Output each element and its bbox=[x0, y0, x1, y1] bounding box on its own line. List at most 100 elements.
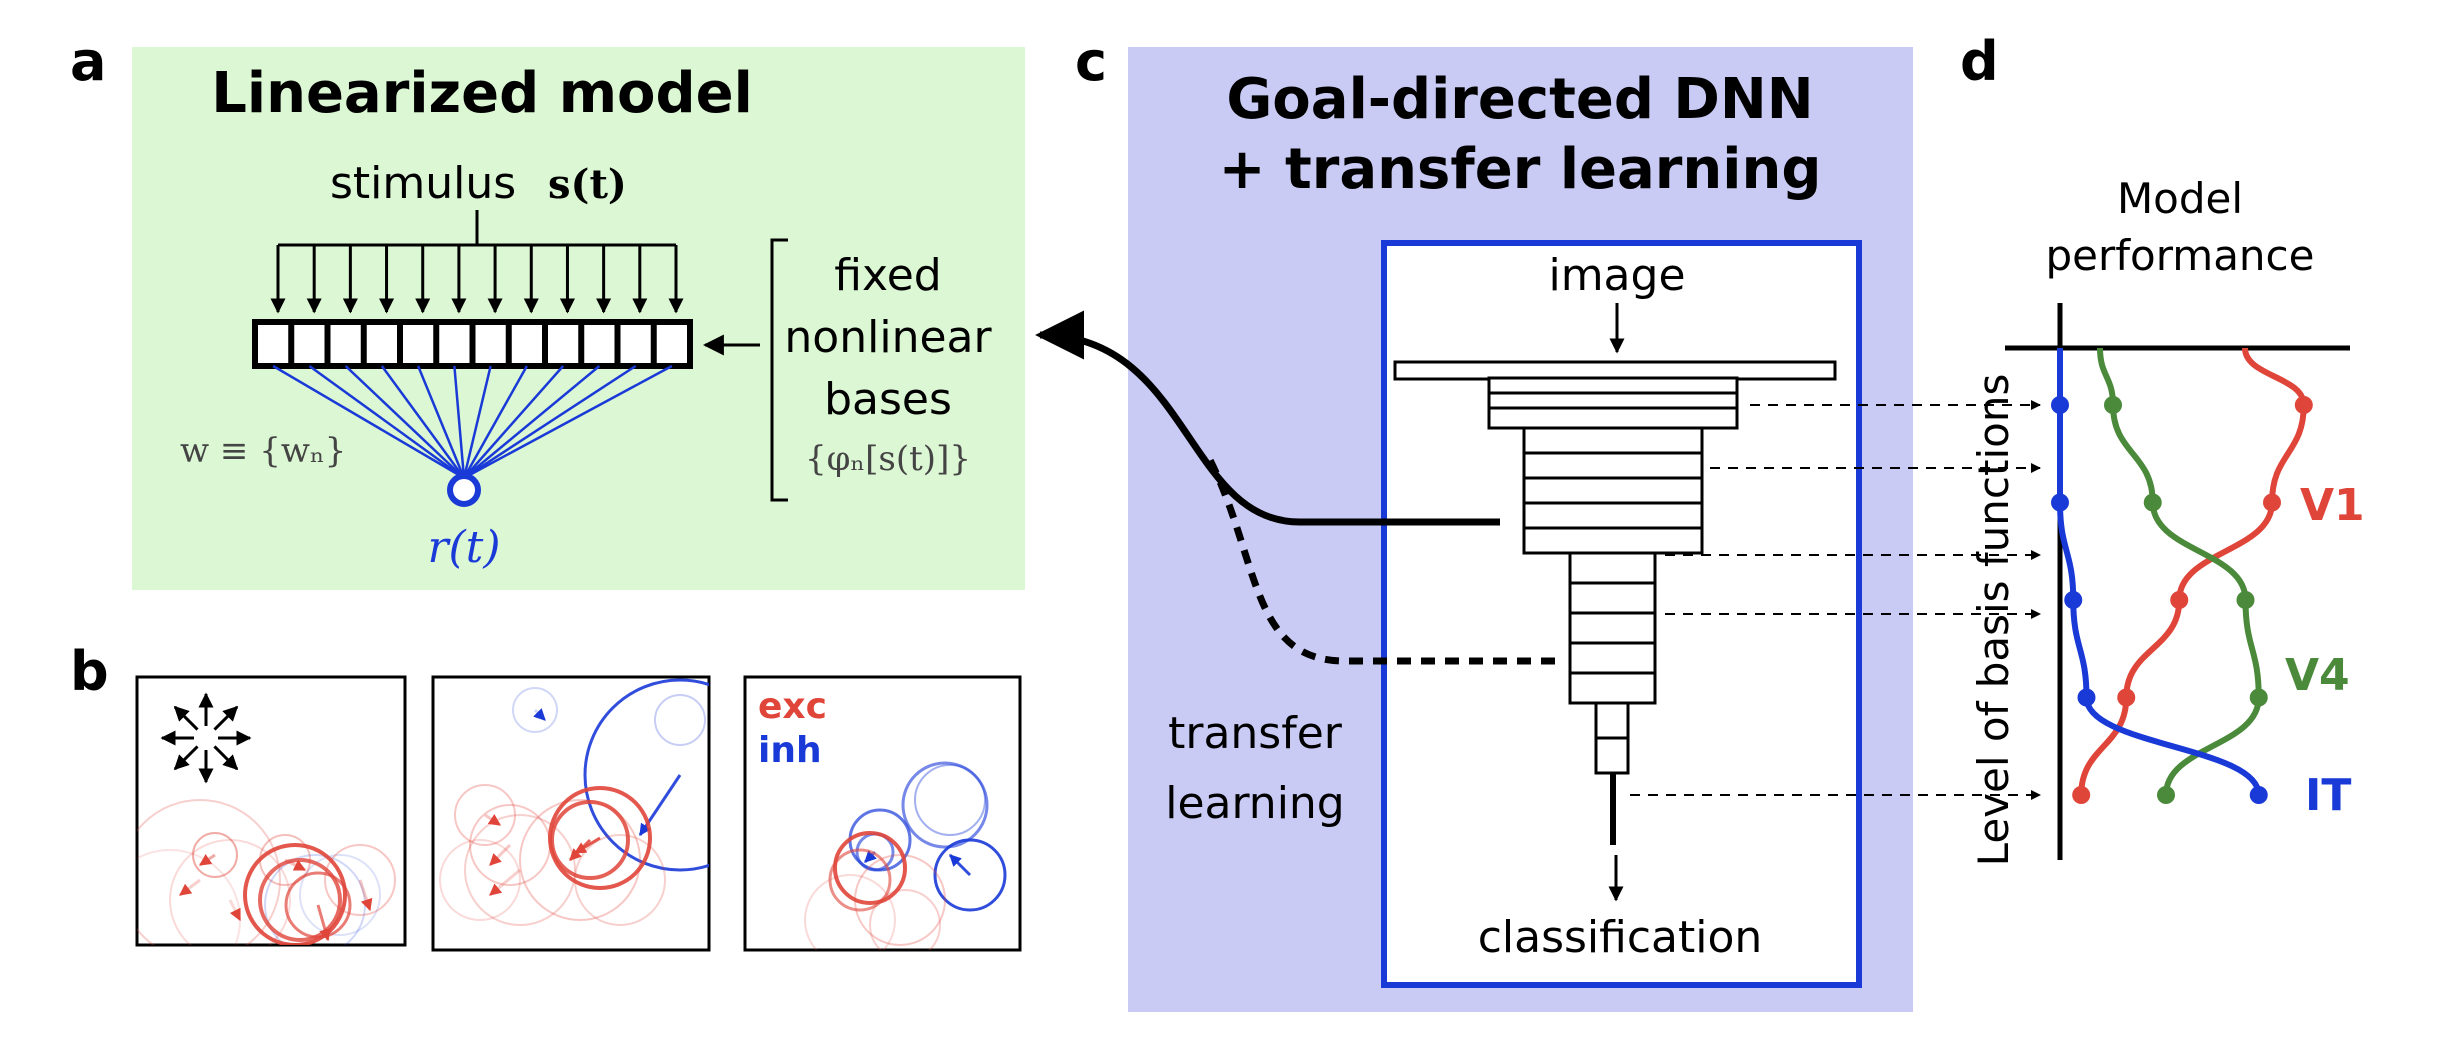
network-layer bbox=[1568, 551, 1657, 585]
panel-a-letter: a bbox=[70, 30, 106, 93]
panel-c-letter: c bbox=[1075, 30, 1107, 93]
inh-field bbox=[901, 761, 989, 849]
series-point-it bbox=[2077, 688, 2096, 707]
exc-field bbox=[324, 844, 396, 916]
weight-line bbox=[453, 365, 466, 479]
series-label-v1: V1 bbox=[2300, 480, 2365, 531]
exc-field bbox=[828, 848, 892, 912]
network-layer bbox=[1487, 391, 1739, 410]
network-layer bbox=[1522, 501, 1704, 530]
chart-title-2: performance bbox=[2046, 231, 2315, 280]
classification-label: classification bbox=[1478, 912, 1763, 963]
transfer-curve-dashed bbox=[1206, 458, 1555, 665]
series-point-v4 bbox=[2143, 493, 2162, 512]
network-layer bbox=[1568, 581, 1657, 615]
panel-c-title-2: + transfer learning bbox=[1219, 137, 1822, 202]
network-layer bbox=[1522, 476, 1704, 505]
series-point-v1 bbox=[2117, 688, 2136, 707]
network-layer bbox=[1487, 406, 1739, 430]
inh-field bbox=[654, 694, 706, 746]
basis-unit bbox=[403, 325, 434, 363]
inh-field bbox=[933, 838, 1007, 912]
network-layer bbox=[1522, 526, 1704, 555]
series-point-v1 bbox=[2294, 396, 2313, 414]
basis-unit bbox=[294, 325, 325, 363]
bases-line-1: fixed bbox=[834, 250, 941, 301]
exc-field bbox=[574, 834, 666, 926]
weight-line bbox=[463, 364, 673, 480]
rf-circles-3 bbox=[804, 761, 1007, 950]
exc-field bbox=[439, 839, 521, 921]
weight-lines bbox=[272, 364, 673, 480]
radial-motion-icon bbox=[160, 692, 252, 784]
rf-circles-2 bbox=[439, 678, 709, 926]
field-arrow bbox=[488, 843, 512, 867]
series-label-v4: V4 bbox=[2285, 650, 2350, 701]
weight-line bbox=[272, 364, 465, 480]
bases-bracket bbox=[770, 238, 788, 502]
legend-inh: inh bbox=[758, 730, 822, 771]
rf-box-3 bbox=[743, 675, 1022, 952]
network-layers bbox=[1393, 360, 1837, 845]
inh-field bbox=[512, 687, 558, 733]
field-arrow bbox=[316, 904, 331, 942]
exc-field bbox=[869, 889, 941, 950]
exc-field bbox=[854, 854, 946, 946]
transfer-label-1: transfer bbox=[1168, 708, 1343, 759]
field-arrow bbox=[199, 853, 216, 867]
weight-line bbox=[380, 365, 466, 479]
field-arrow bbox=[489, 868, 521, 897]
series-point-v4 bbox=[2236, 591, 2255, 609]
network-layer bbox=[1594, 701, 1630, 740]
series-label-it: IT bbox=[2305, 770, 2351, 821]
network-layer bbox=[1522, 451, 1704, 480]
field-arrow bbox=[948, 853, 972, 877]
field-arrow bbox=[228, 899, 242, 922]
panel-c-title-1: Goal-directed DNN bbox=[1226, 67, 1813, 132]
basis-unit bbox=[511, 325, 542, 363]
network-layer bbox=[1393, 360, 1837, 381]
bases-line-3: bases bbox=[824, 374, 952, 425]
chart-title-1: Model bbox=[2117, 174, 2243, 223]
network-layer bbox=[1568, 671, 1657, 705]
panel-b: b exc inh bbox=[70, 640, 1022, 952]
panel-a-background bbox=[132, 47, 1025, 590]
star-arrow bbox=[173, 745, 199, 771]
exc-field bbox=[550, 800, 630, 880]
weights-label: w ≡ {wₙ} bbox=[180, 431, 346, 471]
inh-field bbox=[583, 678, 709, 872]
exc-field bbox=[137, 799, 281, 945]
series-point-v1 bbox=[2263, 493, 2281, 512]
basis-units-row bbox=[252, 319, 693, 369]
basis-row-frame bbox=[252, 319, 693, 369]
series-point-v4 bbox=[2104, 396, 2122, 414]
series-point-v4 bbox=[2157, 786, 2175, 804]
transfer-label-2: learning bbox=[1165, 778, 1345, 829]
panel-d-letter: d bbox=[1960, 30, 1999, 93]
basis-unit bbox=[548, 325, 579, 363]
network-layer bbox=[1487, 376, 1739, 395]
stimulus-label: stimulus bbox=[330, 158, 516, 209]
basis-unit bbox=[330, 325, 361, 363]
star-arrow bbox=[213, 705, 239, 731]
field-arrow bbox=[179, 878, 201, 897]
y-axis-label: Level of basis functions bbox=[1969, 374, 2018, 867]
stimulus-fanout bbox=[270, 210, 684, 314]
basis-unit bbox=[584, 325, 615, 363]
exc-field bbox=[519, 799, 641, 921]
bases-line-2: nonlinear bbox=[784, 312, 992, 363]
series-point-v1 bbox=[2170, 591, 2189, 609]
network-layer bbox=[1594, 736, 1630, 775]
response-label: r(t) bbox=[427, 522, 500, 573]
transfer-curve-solid bbox=[1035, 310, 1500, 526]
stimulus-math: s(t) bbox=[548, 161, 627, 208]
basis-unit bbox=[656, 325, 687, 363]
series-point-it bbox=[2064, 591, 2083, 609]
inh-field bbox=[299, 854, 381, 936]
rf-box-1 bbox=[135, 675, 407, 947]
exc-field bbox=[548, 786, 652, 890]
series-point-it bbox=[2051, 396, 2069, 414]
inh-field bbox=[914, 764, 986, 836]
